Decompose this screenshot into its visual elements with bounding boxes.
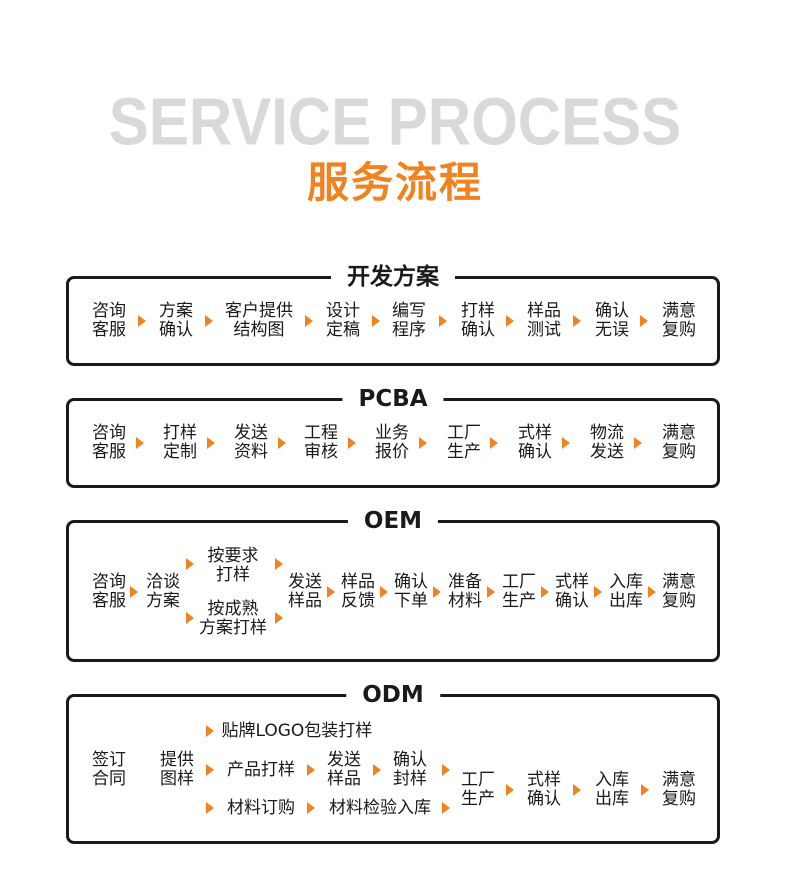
triangle-right-icon [634, 437, 642, 449]
triangle-right-icon [490, 437, 498, 449]
triangle-right-icon [506, 784, 514, 796]
triangle-right-icon [442, 764, 450, 776]
step-label: 入库出库 [609, 572, 643, 611]
step-label: 材料检验入库 [329, 797, 431, 818]
step-label: 工厂生产 [502, 572, 536, 611]
triangle-right-icon [206, 802, 214, 814]
triangle-right-icon [307, 802, 315, 814]
triangle-right-icon [640, 315, 648, 327]
section-title: OEM [347, 506, 439, 536]
step-label: 产品打样 [227, 759, 295, 780]
step-label: 材料订购 [227, 797, 295, 818]
step-label: 发送样品 [288, 572, 322, 611]
section-title: 开发方案 [331, 262, 455, 292]
triangle-right-icon [380, 586, 388, 598]
triangle-right-icon [186, 612, 194, 624]
step-label: 提供图样 [160, 750, 194, 789]
step-label: 式样确认 [527, 770, 561, 809]
step-label: 式样确认 [555, 572, 589, 611]
step-label: 签订合同 [92, 750, 126, 789]
step-label: 贴牌LOGO包装打样 [221, 720, 373, 741]
step-label: 设计定稿 [326, 301, 360, 340]
step-label: 咨询客服 [92, 301, 126, 340]
step-label: 打样确认 [461, 301, 495, 340]
triangle-right-icon [541, 586, 549, 598]
section-oem: OEM [66, 506, 720, 662]
section-development: 开发方案 [66, 262, 720, 366]
step-label: 按成熟方案打样 [199, 599, 267, 638]
triangle-right-icon [641, 784, 649, 796]
step-label: 满意复购 [662, 301, 696, 340]
step-label: 工厂生产 [447, 423, 481, 462]
triangle-right-icon [186, 558, 194, 570]
triangle-right-icon [205, 315, 213, 327]
triangle-right-icon [573, 315, 581, 327]
step-label: 方案确认 [159, 301, 193, 340]
step-label: 客户提供结构图 [225, 301, 293, 340]
triangle-right-icon [562, 437, 570, 449]
step-label: 确认下单 [394, 572, 428, 611]
triangle-right-icon [275, 612, 283, 624]
step-label: 业务报价 [375, 423, 409, 462]
triangle-right-icon [207, 437, 215, 449]
section-pcba: PCBA [66, 384, 720, 488]
section-title: PCBA [342, 384, 444, 414]
triangle-right-icon [439, 315, 447, 327]
triangle-right-icon [373, 764, 381, 776]
triangle-right-icon [307, 764, 315, 776]
step-label: 咨询客服 [92, 423, 126, 462]
triangle-right-icon [136, 437, 144, 449]
step-label: 确认无误 [595, 301, 629, 340]
step-label: 式样确认 [518, 423, 552, 462]
triangle-right-icon [442, 802, 450, 814]
step-label: 样品测试 [527, 301, 561, 340]
step-label: 物流发送 [590, 423, 624, 462]
triangle-right-icon [372, 315, 380, 327]
step-label: 样品反馈 [341, 572, 375, 611]
triangle-right-icon [206, 725, 214, 737]
step-label: 满意复购 [662, 572, 696, 611]
step-label: 发送资料 [234, 423, 268, 462]
triangle-right-icon [206, 764, 214, 776]
step-label: 打样定制 [163, 423, 197, 462]
triangle-right-icon [487, 586, 495, 598]
triangle-right-icon [348, 437, 356, 449]
step-label: 咨询客服 [92, 572, 126, 611]
step-label: 满意复购 [662, 423, 696, 462]
triangle-right-icon [275, 558, 283, 570]
triangle-right-icon [648, 586, 656, 598]
title-english: SERVICE PROCESS [108, 83, 682, 159]
triangle-right-icon [138, 315, 146, 327]
triangle-right-icon [305, 315, 313, 327]
step-label: 洽谈方案 [146, 572, 180, 611]
step-label: 按要求打样 [207, 546, 259, 585]
section-odm: ODM [66, 680, 720, 844]
step-label: 工程审核 [304, 423, 338, 462]
step-label: 满意复购 [662, 770, 696, 809]
step-label: 编写程序 [392, 301, 426, 340]
triangle-right-icon [327, 586, 335, 598]
triangle-right-icon [278, 437, 286, 449]
triangle-right-icon [419, 437, 427, 449]
triangle-right-icon [433, 586, 441, 598]
step-label: 入库出库 [595, 770, 629, 809]
title-chinese: 服务流程 [306, 158, 483, 207]
triangle-right-icon [506, 315, 514, 327]
step-label: 准备材料 [448, 572, 482, 611]
triangle-right-icon [594, 586, 602, 598]
step-label: 确认封样 [393, 750, 427, 789]
section-title: ODM [346, 680, 440, 710]
step-label: 工厂生产 [461, 770, 495, 809]
triangle-right-icon [573, 784, 581, 796]
triangle-right-icon [130, 586, 138, 598]
step-label: 发送样品 [327, 750, 361, 789]
